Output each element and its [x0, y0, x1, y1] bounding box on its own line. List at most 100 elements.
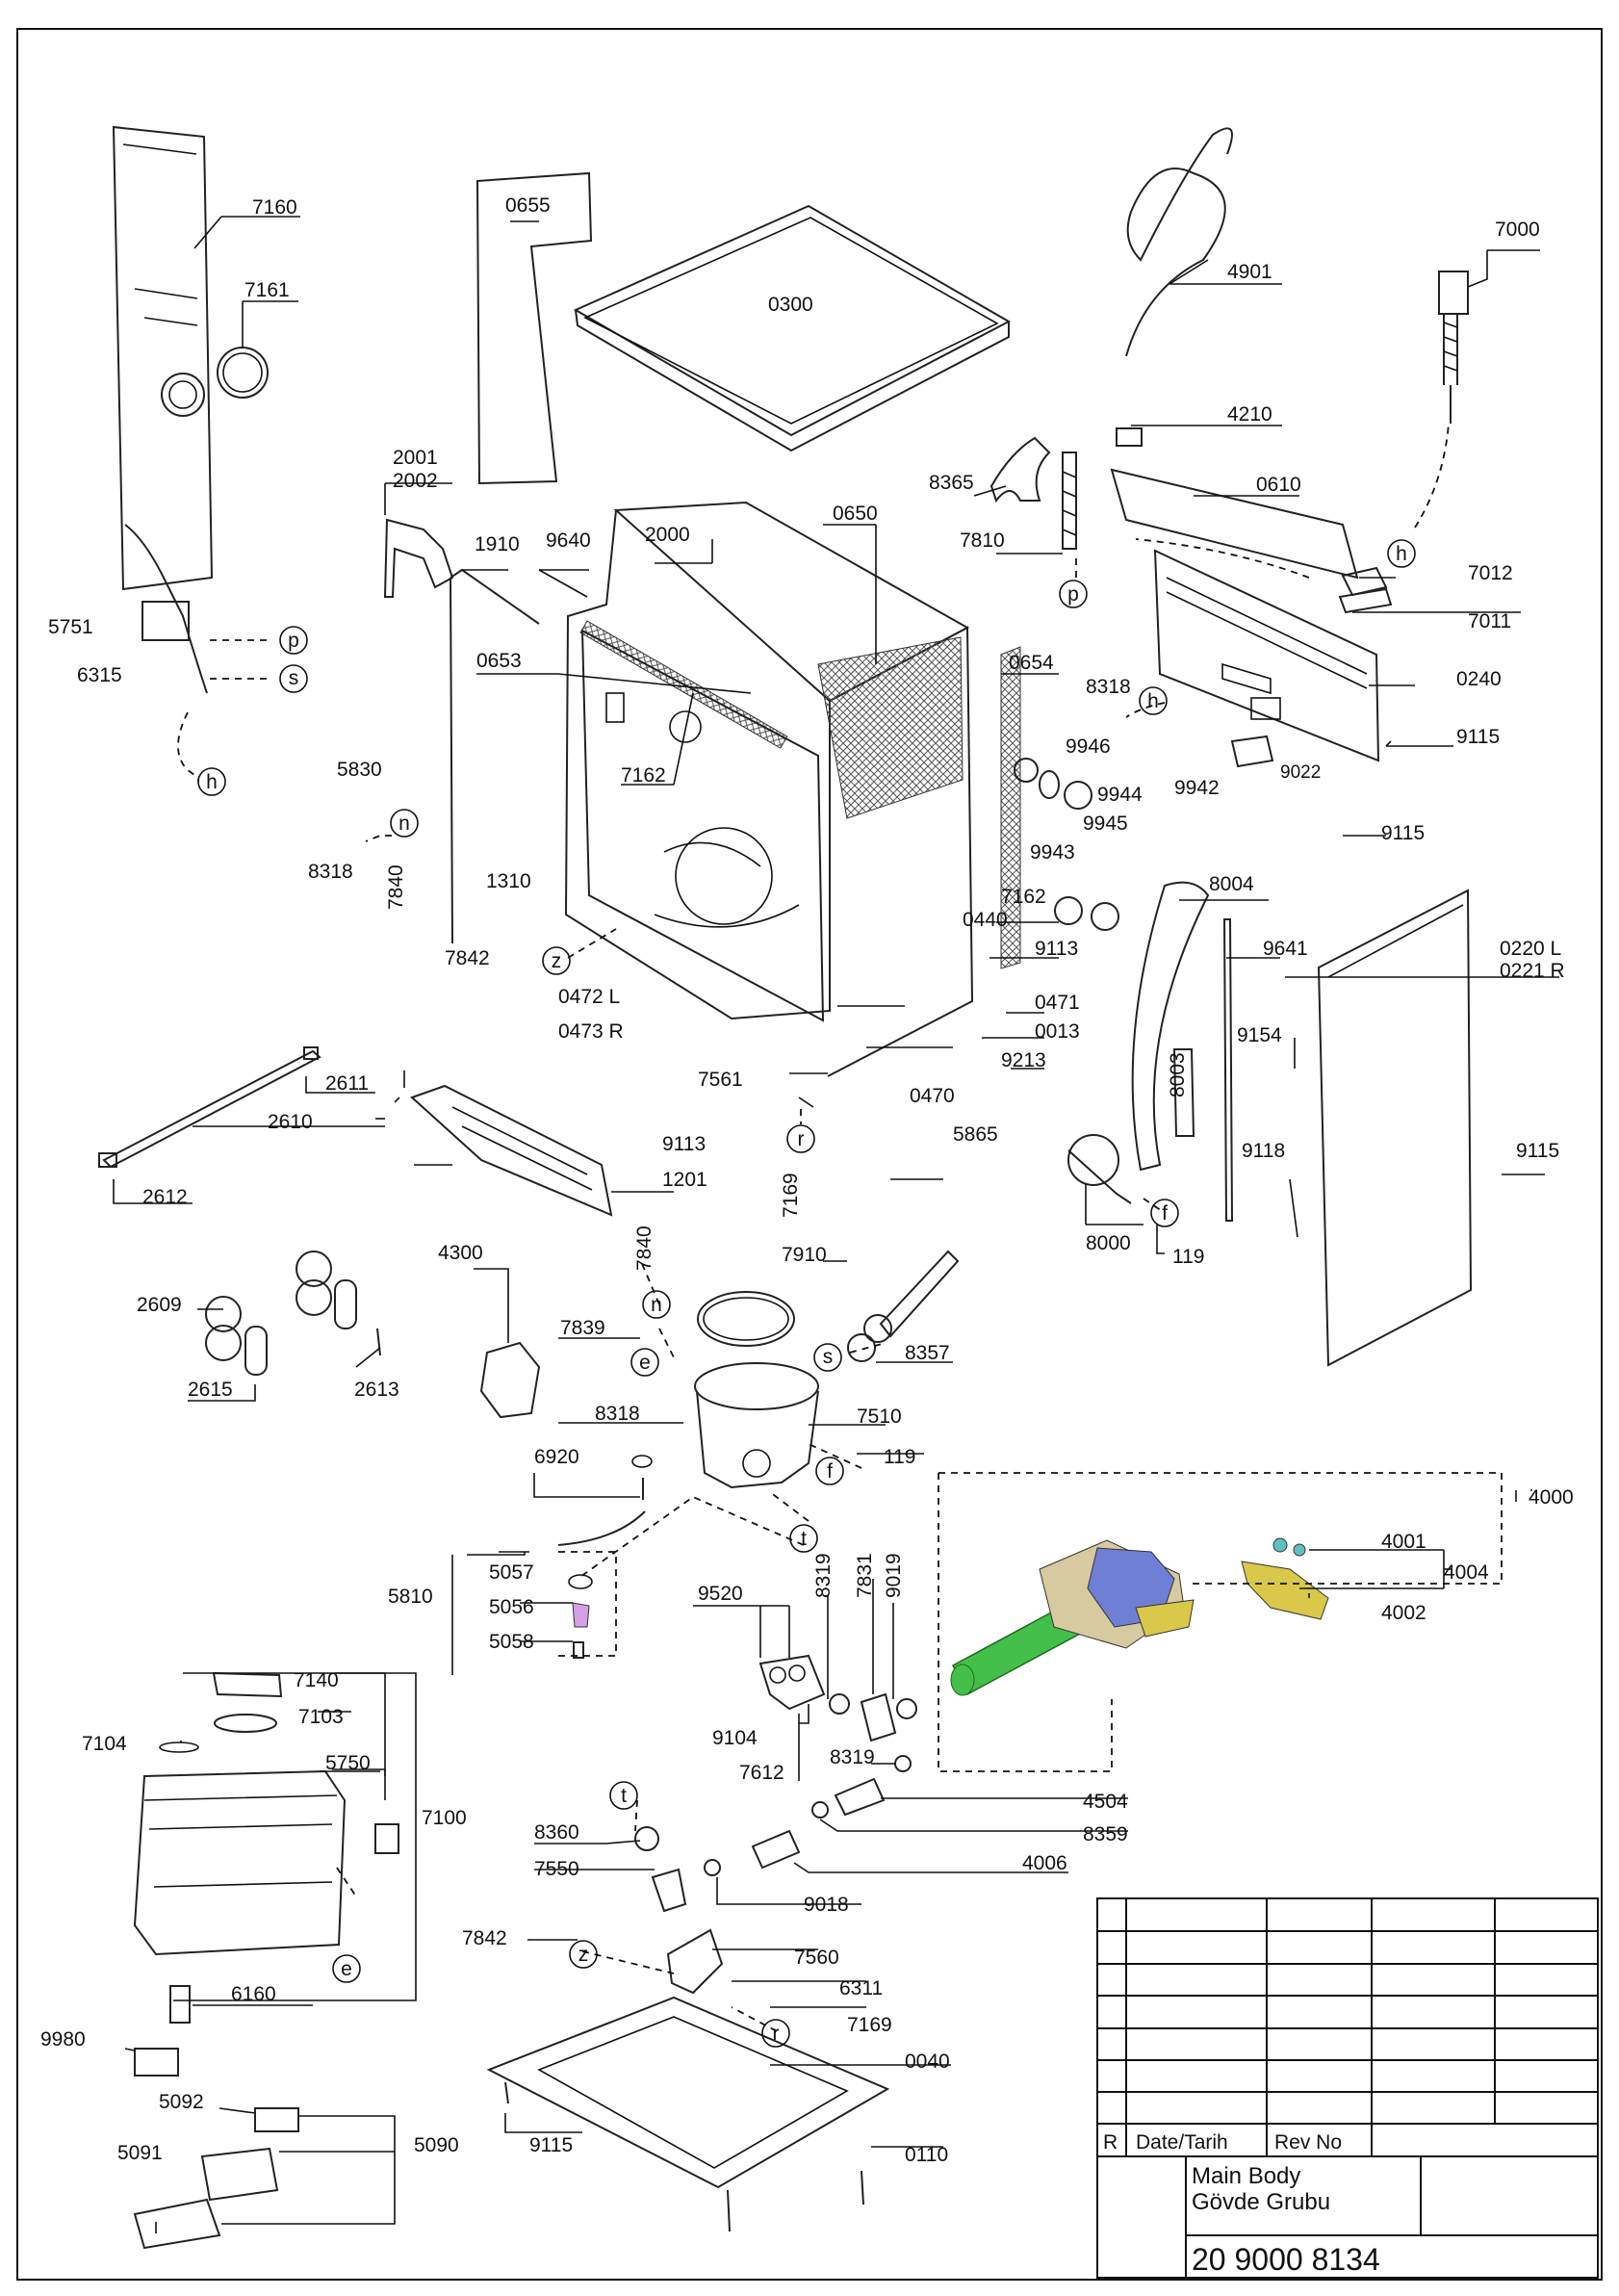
callout-4001: 4001 [1381, 1531, 1426, 1553]
marker-h-2: h [1387, 539, 1416, 568]
part-4210-clip [1116, 427, 1143, 447]
part-7810-tube [1062, 451, 1077, 550]
svg-text:f: f [1162, 1202, 1168, 1225]
part-8003 [1172, 1048, 1195, 1137]
callout-7550: 7550 [534, 1858, 579, 1880]
callout-6311: 6311 [839, 1977, 883, 1999]
callout-9113-a: 9113 [1035, 938, 1078, 960]
marker-p-1: p [279, 626, 308, 655]
svg-text:f: f [827, 1460, 833, 1483]
callout-5092: 5092 [159, 2091, 204, 2113]
marker-p-2: p [1059, 580, 1088, 608]
part-7011 [1338, 587, 1393, 614]
callout-4300: 4300 [438, 1242, 483, 1264]
callout-9115-b: 9115 [1381, 822, 1425, 844]
marker-f-1: f [1150, 1199, 1179, 1227]
callout-0654: 0654 [1009, 652, 1054, 674]
callout-1910: 1910 [475, 533, 520, 555]
callout-8357: 8357 [905, 1342, 950, 1364]
callout-9019: 9019 [883, 1553, 905, 1598]
callout-9115-c: 9115 [1516, 1140, 1559, 1162]
svg-text:e: e [341, 1958, 352, 1980]
svg-text:h: h [1396, 543, 1407, 565]
marker-e-1: e [630, 1348, 659, 1377]
callout-4504: 4504 [1083, 1791, 1128, 1813]
callout-7561: 7561 [698, 1069, 743, 1091]
callout-7000: 7000 [1495, 219, 1540, 241]
part-8004-spray-arm [1131, 881, 1210, 1172]
title-en: Main Body [1192, 2163, 1300, 2189]
part-9520-valve [758, 1654, 826, 1711]
callout-9944: 9944 [1097, 784, 1143, 806]
callout-5751: 5751 [48, 616, 93, 638]
callout-0040: 0040 [905, 2051, 950, 2073]
callout-2002: 2002 [393, 470, 438, 492]
callout-9018: 9018 [804, 1894, 849, 1916]
callout-9943: 9943 [1030, 841, 1075, 864]
part-7510-sump [694, 1362, 819, 1489]
callout-9980: 9980 [40, 2028, 86, 2051]
callout-5057: 5057 [489, 1561, 534, 1584]
svg-text:n: n [651, 1294, 662, 1316]
svg-text:h: h [206, 771, 218, 793]
svg-text:p: p [288, 630, 299, 652]
part-1201-bracket [410, 1084, 613, 1217]
part-5091 [133, 2198, 221, 2250]
callout-8004: 8004 [1209, 873, 1254, 895]
callout-9118: 9118 [1242, 1140, 1285, 1162]
callout-9115-d: 9115 [529, 2134, 573, 2156]
callout-9640: 9640 [546, 529, 591, 552]
part-7161-seal [217, 347, 269, 399]
callout-9104: 9104 [712, 1727, 758, 1749]
callout-0221: 0221 R [1500, 960, 1565, 982]
svg-text:e: e [639, 1352, 651, 1374]
callout-7810: 7810 [960, 529, 1005, 552]
callout-9942: 9942 [1174, 777, 1220, 799]
marker-r-2: r [761, 2019, 790, 2048]
marker-z-1: z [542, 946, 571, 975]
svg-text:s: s [823, 1346, 834, 1368]
part-8000-drain-pump [1067, 1134, 1132, 1204]
callout-6315: 6315 [77, 664, 122, 686]
callout-0610: 0610 [1256, 474, 1301, 496]
part-2610-rail [102, 1049, 321, 1169]
callout-2000: 2000 [645, 524, 690, 546]
svg-text:r: r [798, 1128, 805, 1150]
callout-7162-a: 7162 [621, 764, 666, 787]
part-7012 [1341, 566, 1388, 597]
callout-7560: 7560 [794, 1947, 839, 1969]
marker-h-3: h [1139, 686, 1168, 715]
callout-8318-b: 8318 [308, 861, 353, 883]
part-6920-sensor [557, 1455, 653, 1546]
part-5092 [254, 2107, 299, 2132]
marker-e-2: e [332, 1954, 361, 1983]
callout-0470: 0470 [910, 1085, 955, 1107]
callout-8360: 8360 [534, 1821, 579, 1844]
callout-7012: 7012 [1468, 562, 1513, 584]
callout-0300: 0300 [768, 294, 813, 316]
callout-7840-a: 7840 [385, 864, 407, 910]
callout-0650: 0650 [833, 503, 878, 525]
callout-7100: 7100 [422, 1807, 467, 1829]
callout-7842-a: 7842 [445, 947, 490, 969]
part-7560 [666, 1928, 724, 1995]
part-0110 [861, 2170, 864, 2206]
callout-6920: 6920 [534, 1446, 579, 1468]
svg-text:s: s [289, 667, 299, 689]
marker-t-2: t [609, 1781, 638, 1810]
svg-text:r: r [773, 2023, 780, 2045]
part-0610-trim [1110, 468, 1359, 580]
callout-7169-a: 7169 [780, 1173, 802, 1218]
part-7160-back-panel [112, 125, 214, 694]
callout-0119-b: 119 [884, 1446, 915, 1468]
drawing-number: 20 9000 8134 [1192, 2242, 1380, 2277]
part-2609-rollers [205, 1251, 381, 1376]
part-9980 [134, 2048, 179, 2077]
part-4504-hose [834, 1777, 886, 1817]
svg-text:n: n [398, 813, 410, 835]
part-7000-inlet-hose [1438, 271, 1469, 424]
callout-7011: 7011 [1468, 610, 1511, 632]
part-4006-hose [751, 1829, 801, 1870]
callout-6160: 6160 [231, 1983, 276, 2005]
part-9115-screw [504, 2081, 509, 2104]
